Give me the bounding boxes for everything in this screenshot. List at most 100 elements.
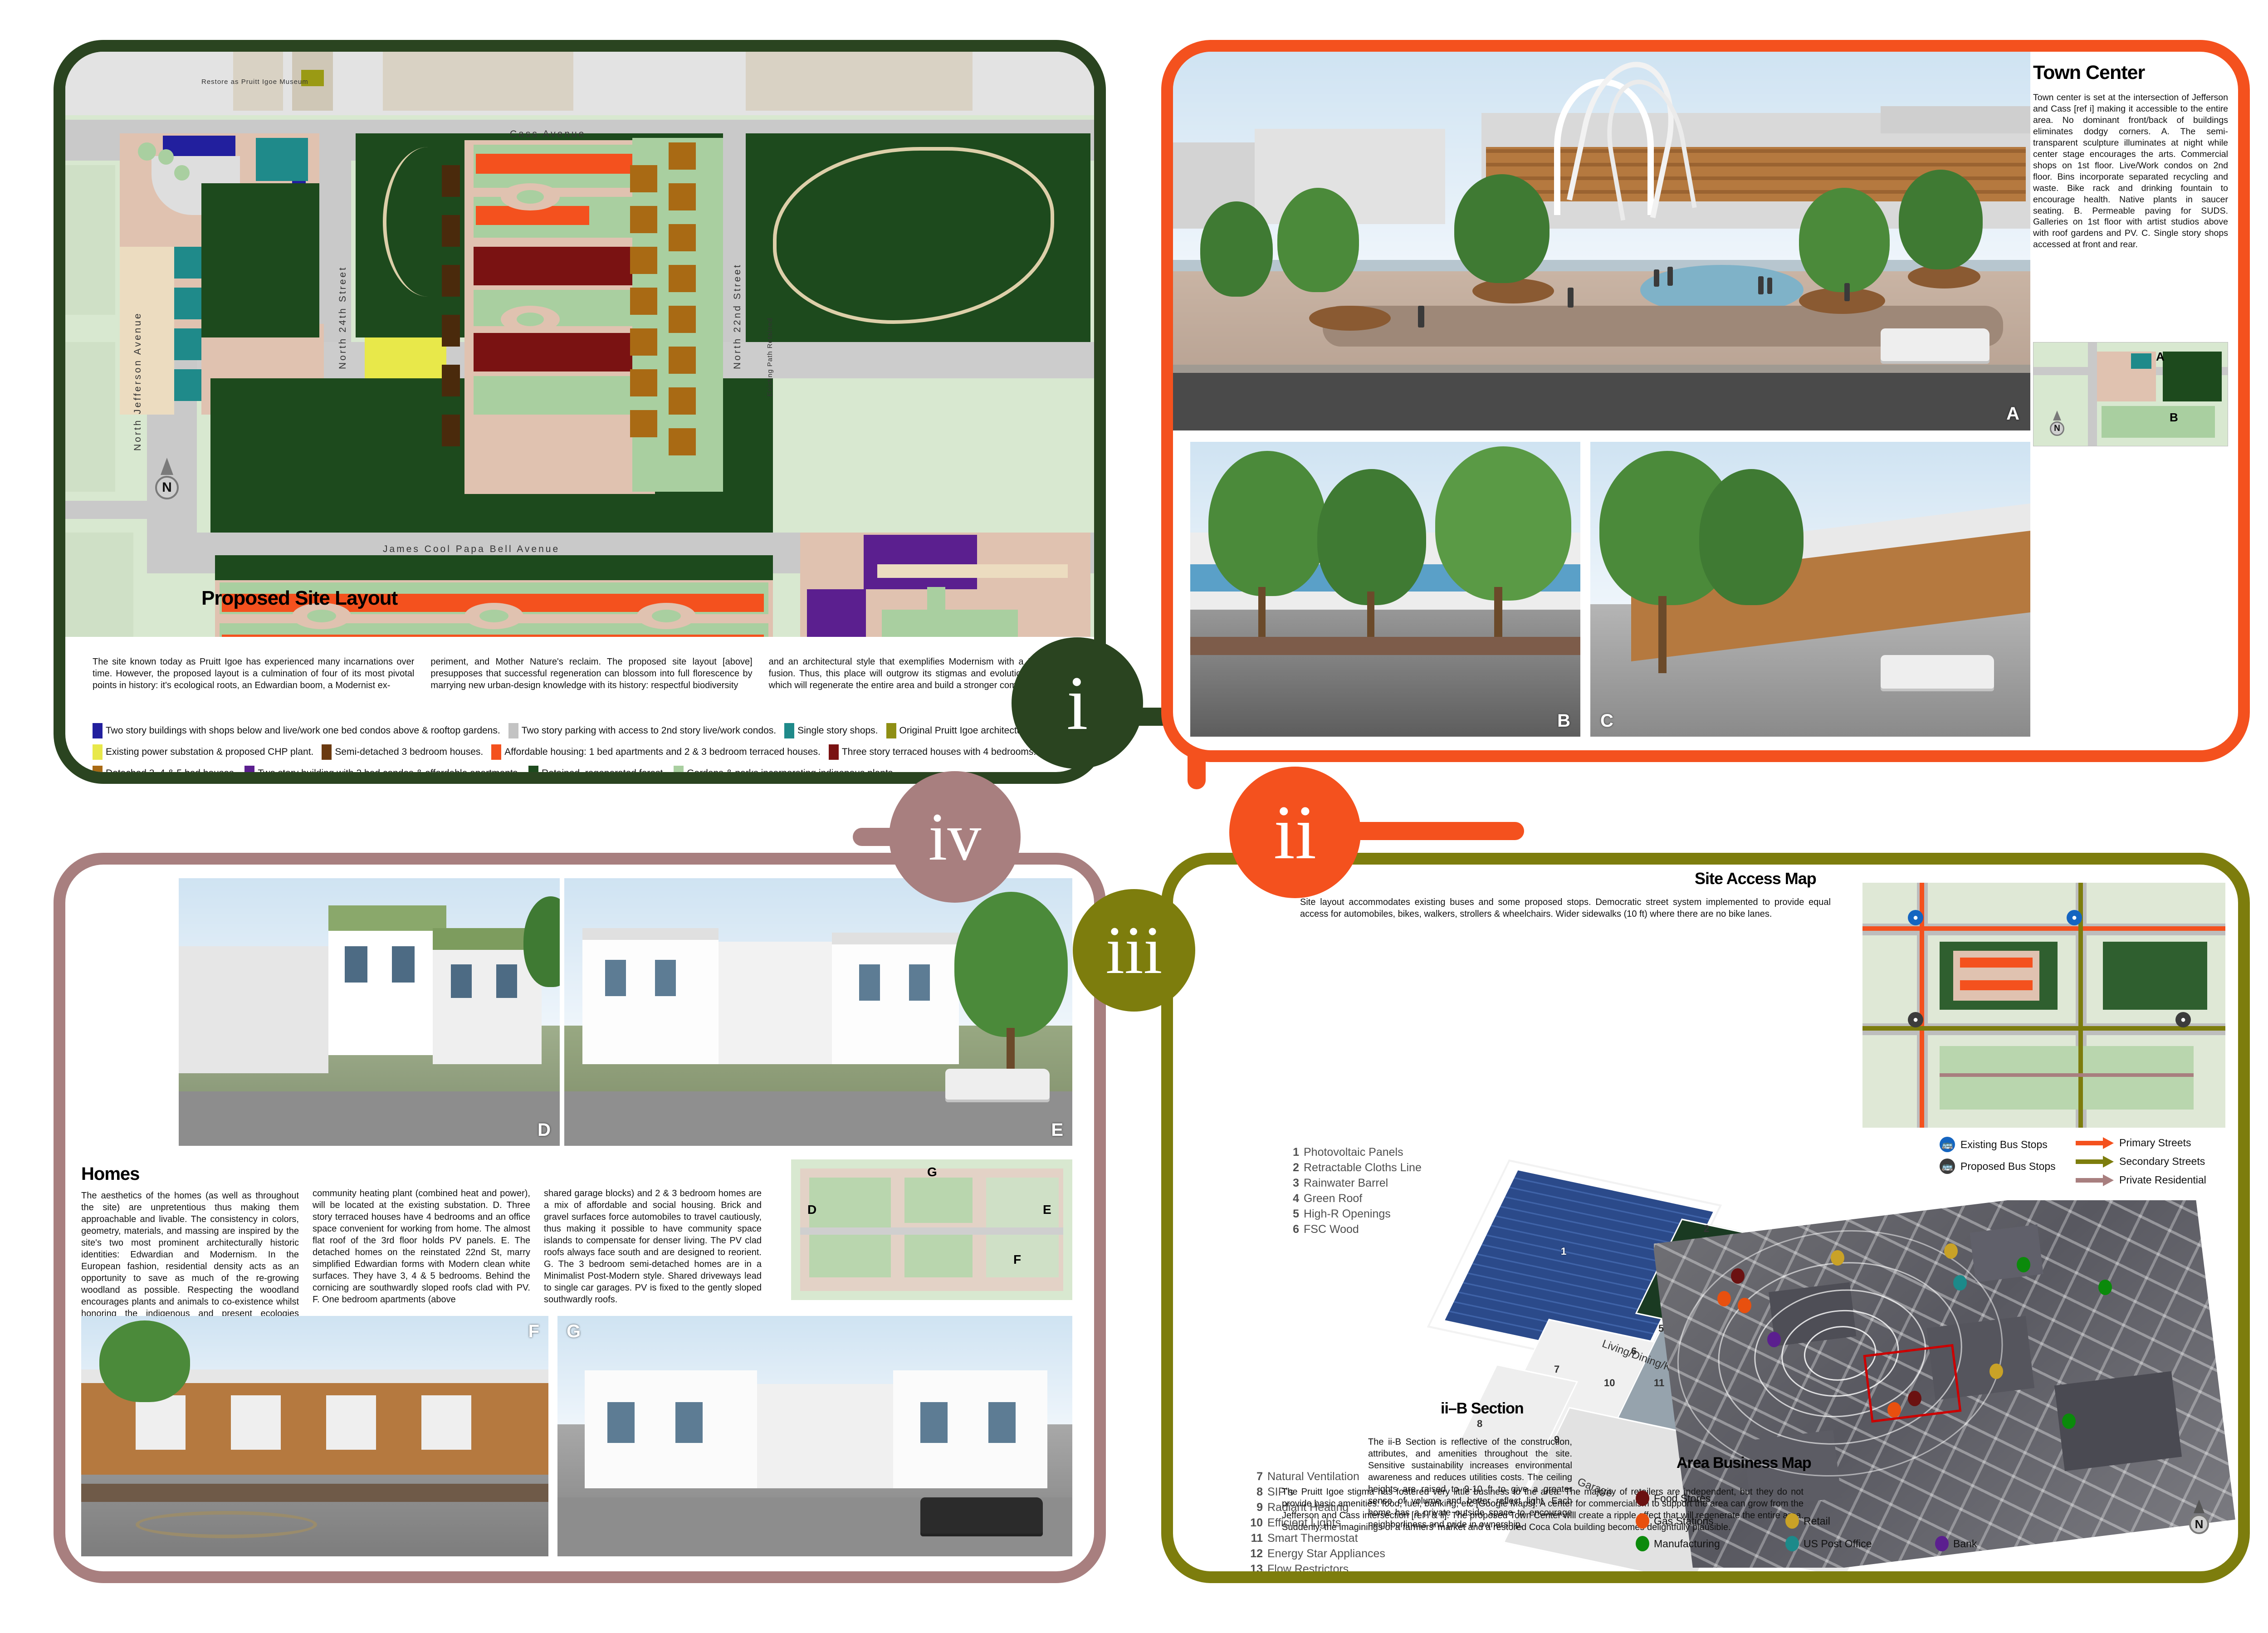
legend-item: Semi-detached 3 bedroom houses. bbox=[322, 744, 483, 760]
legend-row: Food Stores bbox=[1636, 1491, 2089, 1506]
proposed-site-layout-map: Cass Avenue North Jefferson Avenue North… bbox=[65, 52, 1094, 637]
key-label: Smart Thermostat bbox=[1267, 1532, 1358, 1545]
legend-item: Affordable housing: 1 bed apartments and… bbox=[491, 744, 821, 760]
legend-label: Original Pruitt Igoe architecture. bbox=[899, 725, 1033, 736]
key-label: Retractable Cloths Line bbox=[1304, 1161, 1422, 1174]
key-number: 3 bbox=[1293, 1177, 1299, 1189]
image-label-e: E bbox=[1051, 1120, 1063, 1140]
homes-body-col-1: The aesthetics of the homes (as well as … bbox=[81, 1191, 299, 1330]
legend-dot bbox=[1636, 1536, 1649, 1551]
map-pin-gas bbox=[1717, 1291, 1731, 1306]
legend-label: Retained, regenerated forest. bbox=[542, 768, 666, 778]
callout-9: 9 bbox=[1554, 1434, 1560, 1445]
callout-2: 2 bbox=[1704, 1223, 1710, 1234]
render-home-g: G bbox=[557, 1316, 1072, 1556]
homes-body: Homes The aesthetics of the homes (as we… bbox=[81, 1164, 775, 1331]
legend-dot bbox=[1785, 1536, 1799, 1551]
legend-dot bbox=[1636, 1491, 1649, 1506]
legend-item bbox=[1935, 1513, 2085, 1529]
badge-roman-ii[interactable]: ii bbox=[1229, 767, 1361, 898]
legend-item: Retail bbox=[1785, 1513, 1935, 1529]
legend-label: Affordable housing: 1 bed apartments and… bbox=[504, 747, 821, 757]
legend-item: Manufacturing bbox=[1636, 1536, 1785, 1551]
legend-item: Detached 3, 4 & 5 bed houses. bbox=[93, 766, 236, 772]
legend-swatch bbox=[93, 744, 103, 760]
street-label-24th: North 24th Street bbox=[337, 266, 348, 369]
site-access-map: ● ● ● ● bbox=[1862, 883, 2225, 1128]
badge-roman-iv[interactable]: iv bbox=[889, 771, 1021, 903]
badge-roman-i[interactable]: i bbox=[1012, 637, 1143, 769]
compass-north-label: N bbox=[155, 476, 179, 499]
legend-item: US Post Office bbox=[1785, 1536, 1935, 1551]
homes-key-plan: G D E F bbox=[791, 1159, 1072, 1300]
legend-row: Manufacturing US Post Office Bank bbox=[1636, 1536, 2089, 1551]
panel-i-body-col-2: periment, and Mother Nature's reclaim. T… bbox=[430, 657, 753, 690]
legend-swatch bbox=[93, 723, 103, 738]
render-home-e: E bbox=[564, 878, 1072, 1146]
legend-row: Existing power substation & proposed CHP… bbox=[93, 744, 1090, 760]
key-row: 2 Retractable Cloths Line bbox=[1277, 1161, 1468, 1174]
legend-dot bbox=[1785, 1513, 1799, 1529]
key-label: Photovoltaic Panels bbox=[1304, 1146, 1403, 1159]
bus-icon: 🚌 bbox=[1940, 1159, 1955, 1174]
legend-item: Two story buildings with shops below and… bbox=[93, 723, 500, 738]
legend-label: Primary Streets bbox=[2119, 1137, 2191, 1149]
town-center-text: Town Center Town center is set at the in… bbox=[2033, 62, 2228, 250]
legend-label: Gardens & parks incorporating indigenous… bbox=[687, 768, 896, 778]
legend-swatch bbox=[93, 766, 103, 772]
legend-label: Three story terraced houses with 4 bedro… bbox=[841, 747, 1036, 757]
iib-section-body: The ii-B Section is reflective of the co… bbox=[1368, 1437, 1572, 1530]
key-label: Efficient Lights bbox=[1267, 1516, 1341, 1529]
legend-swatch bbox=[244, 766, 255, 772]
legend-item: Existing power substation & proposed CHP… bbox=[93, 744, 313, 760]
key-number: 5 bbox=[1293, 1208, 1299, 1220]
street-label-22nd: North 22nd Street bbox=[732, 263, 743, 369]
key-label: Recycling bbox=[1267, 1578, 1316, 1583]
badge-roman-iii[interactable]: iii bbox=[1073, 889, 1195, 1012]
legend-swatch bbox=[828, 744, 839, 760]
panel-homes: D E Homes The aesthetics of the homes (a… bbox=[54, 853, 1106, 1583]
inset-compass-north: N bbox=[2050, 421, 2064, 436]
map-pin-food bbox=[1908, 1391, 1921, 1406]
map-pin-manufacturing bbox=[2098, 1280, 2112, 1295]
site-access-body: Site layout accommodates existing buses … bbox=[1300, 897, 1831, 919]
legend-swatch bbox=[491, 744, 502, 760]
key-number: 1 bbox=[1293, 1146, 1299, 1159]
compass-rose: N bbox=[155, 458, 179, 499]
map-pin-manufacturing bbox=[2017, 1257, 2030, 1272]
business-map-north: N bbox=[2189, 1514, 2209, 1534]
image-label-a: A bbox=[2006, 404, 2019, 424]
town-center-heading: Town Center bbox=[2033, 62, 2145, 83]
image-label-g: G bbox=[567, 1321, 581, 1341]
legend-item: Two story parking with access to 2nd sto… bbox=[508, 723, 776, 738]
key-label: Natural Ventilation bbox=[1267, 1470, 1359, 1483]
map-pin-gas bbox=[1738, 1298, 1751, 1313]
key-number: 9 bbox=[1256, 1501, 1263, 1514]
bus-stop-marker: ● bbox=[2175, 1012, 2191, 1027]
legend-item: Food Stores bbox=[1636, 1491, 1785, 1506]
callout-11: 11 bbox=[1654, 1377, 1665, 1389]
legend-row: Two story buildings with shops below and… bbox=[93, 723, 1090, 738]
render-street-view-c: C bbox=[1590, 442, 2030, 737]
key-label-f: F bbox=[1013, 1252, 1022, 1266]
legend-swatch bbox=[784, 723, 795, 738]
legend-row-private-residential: Private Residential bbox=[2076, 1174, 2230, 1186]
key-number: 2 bbox=[1293, 1161, 1299, 1174]
inset-compass: N bbox=[2050, 411, 2064, 436]
map-pin-bank bbox=[1767, 1332, 1781, 1347]
map-pin-gas bbox=[1887, 1402, 1901, 1418]
legend-row-bus-proposed: 🚌 Proposed Bus Stops bbox=[1940, 1159, 2076, 1174]
legend-item: Retained, regenerated forest. bbox=[528, 766, 666, 778]
legend-dot bbox=[1935, 1536, 1949, 1551]
legend-label: Retail bbox=[1804, 1515, 1830, 1527]
key-number: 6 bbox=[1293, 1223, 1299, 1236]
